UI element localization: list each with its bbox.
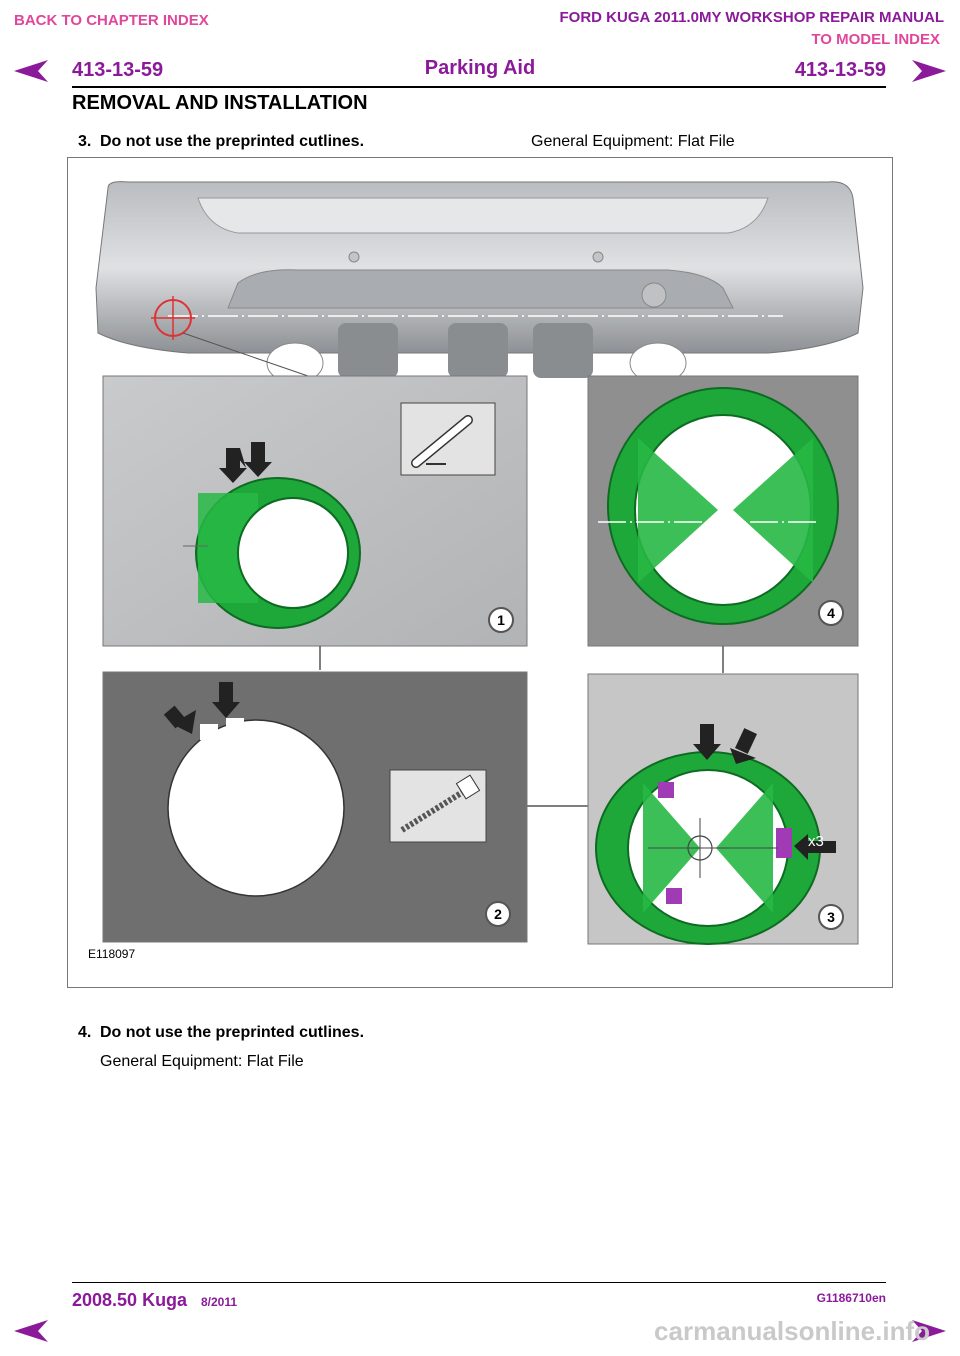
step-4-text: Do not use the preprinted cutlines. bbox=[100, 1024, 365, 1041]
figure-id: E118097 bbox=[88, 947, 136, 961]
marker-pen-icon bbox=[411, 415, 473, 468]
illustration-drawing bbox=[95, 181, 864, 945]
next-page-icon[interactable] bbox=[910, 58, 948, 84]
callout-1: 1 bbox=[488, 607, 514, 633]
to-model-index-link[interactable]: TO MODEL INDEX bbox=[811, 31, 940, 48]
footer-date: 8/2011 bbox=[201, 1295, 238, 1309]
footer-model: 2008.50 Kuga bbox=[72, 1290, 188, 1310]
step-4-number: 4. bbox=[78, 1024, 92, 1041]
multiplier-label: x3 bbox=[808, 833, 824, 850]
callout-2: 2 bbox=[485, 901, 511, 927]
page-title: Parking Aid bbox=[424, 57, 536, 79]
back-to-chapter-index-link[interactable]: BACK TO CHAPTER INDEX bbox=[14, 12, 209, 29]
prev-page-icon[interactable] bbox=[12, 58, 50, 84]
step-3-text: Do not use the preprinted cutlines. bbox=[100, 133, 365, 150]
prev-page-icon[interactable] bbox=[12, 1318, 50, 1344]
step-4-equipment: General Equipment: Flat File bbox=[100, 1053, 304, 1070]
step-3-equipment: General Equipment: Flat File bbox=[531, 133, 735, 150]
illustration-figure: 1 2 3 4 x3 E118097 bbox=[67, 157, 893, 988]
header-rule bbox=[72, 86, 886, 88]
page-number-right: 413-13-59 bbox=[794, 59, 886, 81]
section-heading: REMOVAL AND INSTALLATION bbox=[72, 92, 368, 114]
step-3-number: 3. bbox=[78, 133, 92, 150]
page-number-left: 413-13-59 bbox=[72, 59, 164, 81]
footer-code: G1186710en bbox=[816, 1291, 886, 1305]
next-page-icon[interactable] bbox=[910, 1318, 948, 1344]
callout-3: 3 bbox=[818, 904, 844, 930]
watermark: carmanualsonline.info bbox=[654, 1316, 930, 1346]
footer-rule bbox=[72, 1282, 886, 1283]
callout-4: 4 bbox=[818, 600, 844, 626]
manual-title-link[interactable]: FORD KUGA 2011.0MY WORKSHOP REPAIR MANUA… bbox=[559, 9, 945, 26]
flat-file-icon bbox=[400, 774, 481, 833]
